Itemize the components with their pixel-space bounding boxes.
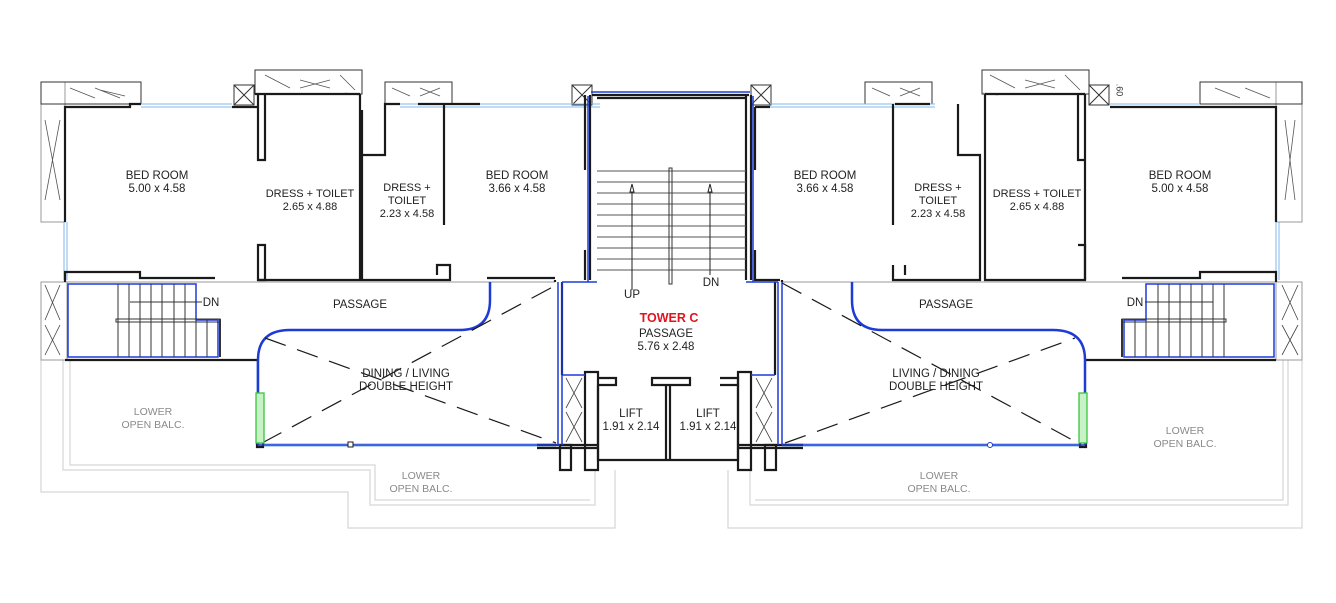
left-stair-dn-label: DN [202,297,220,309]
passage-label-left: PASSAGE [332,299,388,311]
left-staircase [67,283,221,358]
blue-partitions [256,282,1087,445]
room-label-bedroom-right-1: BED ROOM 5.00 x 4.58 [1148,170,1212,195]
center-passage-label: PASSAGE 5.76 x 2.48 [637,328,695,353]
right-stair-dn-label: DN [1126,297,1144,309]
walls [63,92,1278,472]
right-staircase [1121,283,1275,358]
double-height-label-left: DINING / LIVING DOUBLE HEIGHT [359,368,453,393]
balcony-label-center-right: LOWER OPEN BALC. [907,470,971,495]
double-height-label-right: LIVING / DINING DOUBLE HEIGHT [889,368,983,393]
balcony-label-left: LOWER OPEN BALC. [121,406,185,431]
green-door-right [1078,392,1088,444]
room-label-bedroom-right-2: BED ROOM 3.66 x 4.58 [793,170,857,195]
stair-up-label: UP [624,289,640,301]
main-staircase [597,167,746,290]
balcony-label-right: LOWER OPEN BALC. [1153,425,1217,450]
dimension-note: .60 [1114,83,1125,97]
room-label-bedroom-left-2: BED ROOM 3.66 x 4.58 [485,170,549,195]
green-door-left [255,392,265,444]
double-height-void-marks [261,282,1079,444]
room-label-dress-toilet-left-2: DRESS + TOILET 2.23 x 4.58 [379,182,435,220]
chajja-boxes [40,69,1303,106]
balcony-label-center-left: LOWER OPEN BALC. [389,470,453,495]
room-label-dress-toilet-right-1: DRESS + TOILET 2.65 x 4.88 [992,188,1082,213]
lift-label-2: LIFT 1.91 x 2.14 [679,408,737,433]
room-label-dress-toilet-left-1: DRESS + TOILET 2.65 x 4.88 [265,188,355,213]
room-label-bedroom-left-1: BED ROOM 5.00 x 4.58 [125,170,189,195]
stair-dn-label: DN [702,277,720,289]
room-label-dress-toilet-right-2: DRESS + TOILET 2.23 x 4.58 [910,182,966,220]
balcony-outlines [40,360,1303,529]
passage-label-right: PASSAGE [918,299,974,311]
lift-label-1: LIFT 1.91 x 2.14 [602,408,660,433]
tower-title: TOWER C [639,311,699,325]
